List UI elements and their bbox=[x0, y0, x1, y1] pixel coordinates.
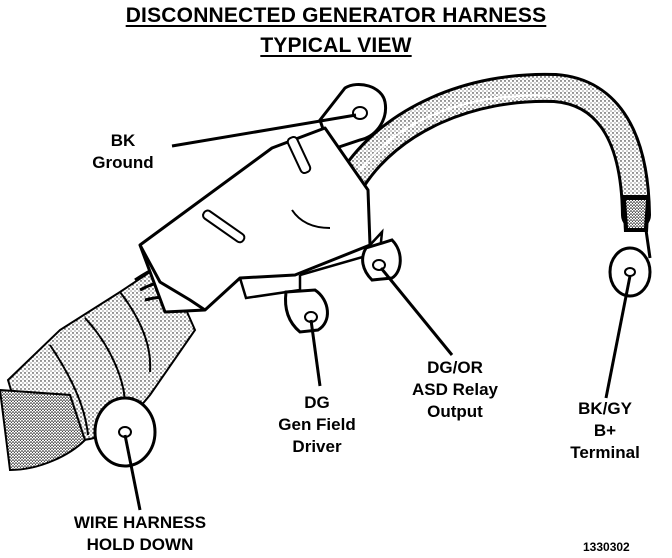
label-dgor-asd-relay-output: DG/OR ASD Relay Output bbox=[400, 357, 510, 423]
leader-line-hold-down bbox=[123, 434, 142, 511]
dg-terminal bbox=[284, 288, 329, 334]
b-plus-cable bbox=[337, 72, 652, 298]
label-hold-down-line-2: HOLD DOWN bbox=[86, 535, 194, 554]
connector-body bbox=[138, 126, 384, 314]
leader-line-dg bbox=[309, 319, 322, 387]
label-bkgy-line-2: B+ bbox=[593, 421, 617, 440]
label-dg-line-3: Driver bbox=[292, 437, 342, 456]
label-dg-gen-field-driver: DG Gen Field Driver bbox=[262, 392, 372, 458]
label-dgor-line-1: DG/OR bbox=[427, 358, 483, 377]
label-bk-ground-line-2: Ground bbox=[92, 153, 154, 172]
label-bkgy-line-1: BK/GY bbox=[578, 399, 632, 418]
label-bkgy-line-3: Terminal bbox=[570, 443, 640, 462]
diagram-title: DISCONNECTED GENERATOR HARNESS bbox=[125, 4, 547, 27]
label-dgor-line-3: Output bbox=[427, 402, 483, 421]
label-bk-ground: BK Ground bbox=[78, 130, 168, 174]
label-dg-line-1: DG bbox=[304, 393, 330, 412]
label-hold-down-line-1: WIRE HARNESS bbox=[73, 513, 207, 532]
label-wire-harness-hold-down: WIRE HARNESS HOLD DOWN bbox=[40, 512, 240, 556]
label-dg-line-2: Gen Field bbox=[278, 415, 356, 434]
label-dgor-line-2: ASD Relay bbox=[412, 380, 498, 399]
diagram-subtitle: TYPICAL VIEW bbox=[260, 34, 412, 57]
leader-line-bkgy bbox=[604, 275, 632, 399]
leader-lines bbox=[123, 113, 632, 511]
label-bk-ground-line-1: BK bbox=[110, 131, 136, 150]
label-bkgy-b-terminal: BK/GY B+ Terminal bbox=[555, 398, 655, 464]
ground-terminal bbox=[318, 83, 388, 152]
leader-line-bk-ground bbox=[171, 113, 357, 148]
dgor-terminal bbox=[361, 238, 402, 282]
figure-number: 1330302 bbox=[583, 540, 630, 554]
leader-line-dgor bbox=[379, 267, 454, 356]
